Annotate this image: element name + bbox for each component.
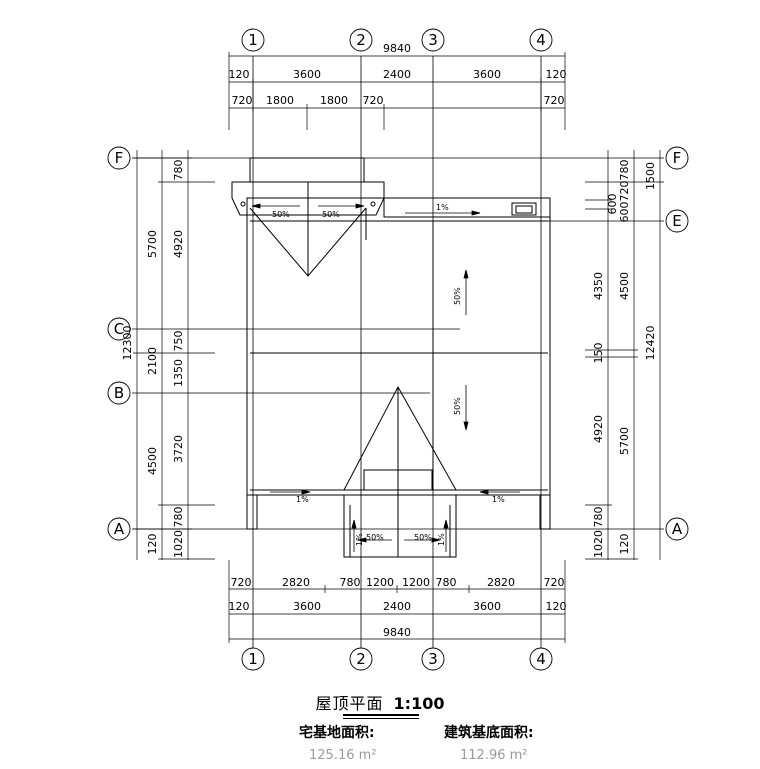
dim-left-inner-5: 780: [172, 507, 185, 528]
dim-right-outer-4: 120: [618, 534, 631, 555]
axis-bubbles: [107, 28, 689, 671]
dim-top-row1-2: 2400: [383, 68, 411, 81]
site-area-value: 125.16 m²: [309, 748, 377, 763]
dim-right-inner-1: 720: [618, 181, 631, 202]
axis-bottom-1: 1: [248, 650, 258, 668]
dim-right-inner-7: 780: [592, 507, 605, 528]
title-underline: [343, 714, 419, 716]
dim-top-row1-4: 120: [546, 68, 567, 81]
dim-bottom-row1-2: 780: [340, 576, 361, 589]
slope-main-up: 50%: [453, 287, 462, 305]
axis-bottom-4: 4: [536, 650, 546, 668]
dim-right-inner-4: 4350: [592, 272, 605, 300]
axis-left-f: F: [115, 149, 124, 167]
site-area-label: 宅基地面积:: [299, 725, 375, 741]
dim-right-inner-8: 1020: [592, 530, 605, 558]
axis-top-3: 3: [428, 31, 438, 49]
dim-bottom-total: 9840: [383, 626, 411, 639]
axis-labels: 1 2 3 4 1 2 3 4 F C B A F E A: [114, 31, 683, 668]
axis-right-a: A: [672, 520, 683, 538]
dim-right-inner-0: 780: [618, 160, 631, 181]
dim-left-outer-0: 5700: [146, 230, 159, 258]
slope-gutter-top: 1%: [436, 203, 449, 212]
dim-left-outer-4: 120: [146, 534, 159, 555]
dim-left-inner-0: 780: [172, 160, 185, 181]
dim-top-row1-3: 3600: [473, 68, 501, 81]
right-inner-dimensions: 780 720 600 600 4350 150 4920 780 1020: [592, 160, 631, 559]
dim-top-row2-0: 720: [232, 94, 253, 107]
building-area-value: 112.96 m²: [460, 748, 528, 763]
drawing-title-text: 屋顶平面: [315, 694, 384, 713]
dim-bottom-row1-3: 1200: [366, 576, 394, 589]
dim-bottom-row1-7: 720: [544, 576, 565, 589]
slope-north-right: 50%: [322, 210, 340, 219]
dim-top-row2-1: 1800: [266, 94, 294, 107]
dim-bottom-row2-4: 120: [546, 600, 567, 613]
dim-left-inner-1: 4920: [172, 230, 185, 258]
dim-bottom-row2-1: 3600: [293, 600, 321, 613]
dim-right-outer-0: 1500: [644, 162, 657, 190]
bottom-dimensions: 720 2820 780 1200 1200 780 2820 720 120 …: [229, 576, 567, 639]
dim-bottom-row1-0: 720: [231, 576, 252, 589]
title-underline-thin: [343, 718, 419, 719]
dimension-lines: [133, 52, 664, 643]
left-outer-dimensions: 5700 12300 2100 4500 120: [121, 230, 159, 555]
dim-top-row2-4: 720: [544, 94, 565, 107]
axis-top-4: 4: [536, 31, 546, 49]
slope-porch-side-left: 1%: [355, 533, 364, 546]
dim-top-row2-3: 720: [363, 94, 384, 107]
dim-bottom-row1-6: 2820: [487, 576, 515, 589]
dim-bottom-row1-5: 780: [436, 576, 457, 589]
dim-top-row1-0: 120: [229, 68, 250, 81]
roof-outline: [231, 157, 551, 558]
slope-porch-side-right: 1%: [437, 533, 446, 546]
axis-bottom-2: 2: [356, 650, 366, 668]
dim-left-outer-3: 4500: [146, 447, 159, 475]
dim-left-inner-6: 1020: [172, 530, 185, 558]
dim-left-outer-1: 12300: [121, 326, 134, 361]
slope-north-left: 50%: [272, 210, 290, 219]
dim-right-inner-6: 4920: [592, 415, 605, 443]
slope-porch-left: 50%: [366, 533, 384, 542]
right-outer-dimensions: 1500 4500 12420 5700 120: [618, 162, 657, 555]
top-dimensions: 9840 120 3600 2400 3600 120 720 1800 180…: [229, 42, 567, 107]
drawing-scale: 1:100: [393, 694, 445, 713]
dim-top-row2-2: 1800: [320, 94, 348, 107]
dim-right-outer-1: 4500: [618, 272, 631, 300]
axis-top-1: 1: [248, 31, 258, 49]
slope-main-down: 50%: [453, 397, 462, 415]
slope-arrows: [251, 203, 520, 552]
dim-right-outer-3: 5700: [618, 427, 631, 455]
dim-bottom-row2-0: 120: [229, 600, 250, 613]
dim-right-inner-2: 600: [606, 194, 619, 215]
dim-right-outer-2: 12420: [644, 326, 657, 361]
slope-labels: 50% 50% 1% 50% 50% 1% 1% 50% 50% 1% 1%: [272, 203, 505, 546]
axis-left-c: C: [114, 320, 124, 338]
dim-right-inner-3: 600: [618, 202, 631, 223]
axis-left-b: B: [114, 384, 124, 402]
dim-top-row1-1: 3600: [293, 68, 321, 81]
left-inner-dimensions: 780 4920 750 1350 3720 780 1020: [172, 160, 185, 559]
dim-bottom-row1-4: 1200: [402, 576, 430, 589]
dim-left-outer-2: 2100: [146, 347, 159, 375]
building-area-label: 建筑基底面积:: [444, 725, 534, 741]
slope-porch-right: 50%: [414, 533, 432, 542]
dim-left-inner-4: 3720: [172, 435, 185, 463]
axis-right-f: F: [673, 149, 682, 167]
dim-left-inner-3: 1350: [172, 359, 185, 387]
dim-left-inner-2: 750: [172, 331, 185, 352]
dim-right-inner-5: 150: [592, 343, 605, 364]
axis-left-a: A: [114, 520, 125, 538]
dim-top-total: 9840: [383, 42, 411, 55]
slope-gutter-left: 1%: [296, 495, 309, 504]
drawing-title: 屋顶平面 1:100: [0, 690, 760, 714]
axis-bottom-3: 3: [428, 650, 438, 668]
dim-bottom-row2-3: 3600: [473, 600, 501, 613]
axis-right-e: E: [672, 212, 681, 230]
dim-bottom-row2-2: 2400: [383, 600, 411, 613]
axis-top-2: 2: [356, 31, 366, 49]
slope-gutter-right: 1%: [492, 495, 505, 504]
roof-plan-drawing: 50% 50% 1% 50% 50% 1% 1% 50% 50% 1% 1%: [107, 28, 689, 671]
dim-bottom-row1-1: 2820: [282, 576, 310, 589]
